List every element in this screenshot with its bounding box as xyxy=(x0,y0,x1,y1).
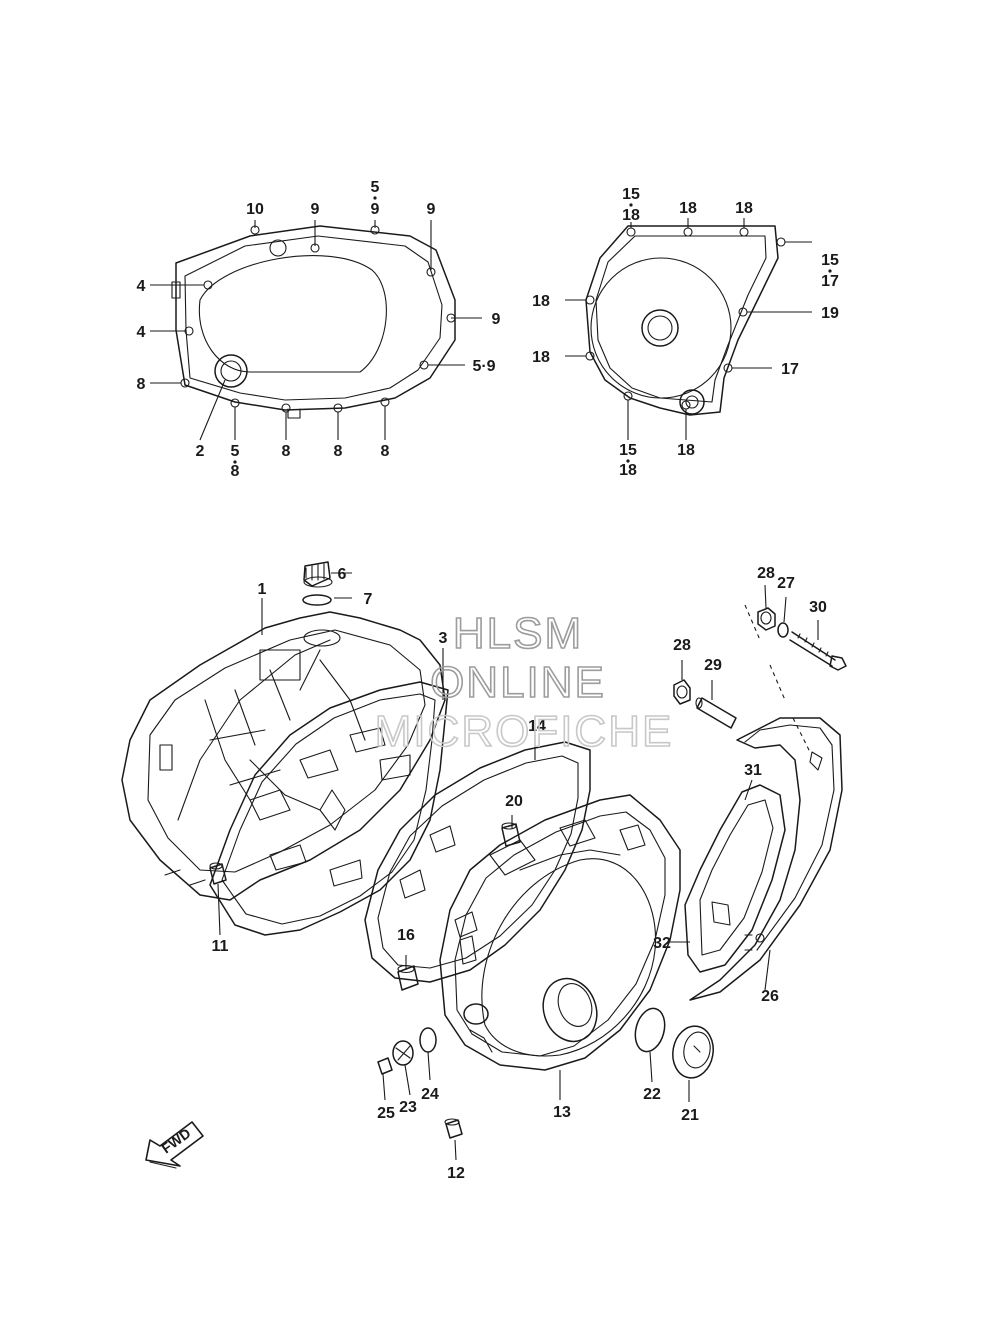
o-ring-part-22 xyxy=(634,1007,666,1053)
callout-17: 17 xyxy=(781,361,799,378)
callout-8: 8 xyxy=(137,376,146,393)
callout-23: 23 xyxy=(399,1099,417,1116)
gasket-part-14 xyxy=(364,741,591,983)
watermark: HLSM ONLINE MICROFICHE xyxy=(374,608,674,757)
callout-31: 31 xyxy=(744,762,762,779)
callout-9: 9 xyxy=(492,311,501,328)
dowel-pin-part-16 xyxy=(397,964,419,991)
callout-9: 9 xyxy=(371,201,380,218)
magneto-cover-outline-view: 15 18 18 18 15 17 18 19 18 17 15 18 18 xyxy=(532,186,839,479)
callout-10: 10 xyxy=(246,201,264,218)
callout-8: 8 xyxy=(231,463,240,480)
callout-15: 15 xyxy=(622,186,640,203)
washer-part-24 xyxy=(419,1027,437,1053)
callout-11: 11 xyxy=(212,938,229,955)
callout-8: 8 xyxy=(334,443,343,460)
callout-4: 4 xyxy=(137,324,146,341)
sprocket-cover-part-26 xyxy=(689,717,843,1001)
callout-18: 18 xyxy=(622,207,640,224)
callout-14: 14 xyxy=(528,718,546,735)
nut-part-28 xyxy=(673,679,691,705)
cap-part-25 xyxy=(377,1057,393,1075)
callout-8: 8 xyxy=(381,443,390,460)
callout-5: 5 xyxy=(231,443,240,460)
callout-27: 27 xyxy=(777,575,795,592)
fwd-arrow-icon: FWD xyxy=(145,1121,204,1169)
callout-13: 13 xyxy=(553,1104,571,1121)
callout-9: 9 xyxy=(311,201,320,218)
clutch-cover-outline-view: 10 9 5 9 9 4 4 8 9 5·9 2 5 8 8 8 8 xyxy=(137,179,501,480)
gasket-part-3 xyxy=(209,681,449,936)
watermark-line-2: ONLINE xyxy=(430,658,606,707)
callout-18: 18 xyxy=(677,442,695,459)
callout-18: 18 xyxy=(619,462,637,479)
callout-6: 6 xyxy=(338,566,347,583)
callout-2: 2 xyxy=(196,443,205,460)
callout-18: 18 xyxy=(679,200,697,217)
callout-9: 9 xyxy=(427,201,436,218)
callout-5-9: 5·9 xyxy=(472,358,495,375)
filler-cap-part-6 xyxy=(303,561,333,588)
clutch-cover-part-1 xyxy=(121,611,446,901)
callout-3: 3 xyxy=(439,630,448,647)
callout-5: 5 xyxy=(371,179,380,196)
callout-24: 24 xyxy=(421,1086,439,1103)
callout-18: 18 xyxy=(735,200,753,217)
callout-1: 1 xyxy=(258,581,267,598)
watermark-line-3: MICROFICHE xyxy=(375,707,674,756)
dowel-pin-part-20 xyxy=(501,822,521,847)
callout-12: 12 xyxy=(447,1165,465,1182)
plug-part-21 xyxy=(672,1025,714,1079)
plug-part-23 xyxy=(392,1040,414,1066)
callout-15: 15 xyxy=(619,442,637,459)
callout-30: 30 xyxy=(809,599,827,616)
callout-4: 4 xyxy=(137,278,146,295)
callout-21: 21 xyxy=(681,1107,699,1124)
callout-8: 8 xyxy=(282,443,291,460)
cover-plate-part-31 xyxy=(684,784,786,973)
magneto-cover-part-13 xyxy=(439,794,681,1071)
callout-29: 29 xyxy=(704,657,722,674)
callout-7: 7 xyxy=(364,591,373,608)
callout-28: 28 xyxy=(757,565,775,582)
nut-part-28 xyxy=(757,607,776,631)
bolt-part-30 xyxy=(789,631,847,671)
callout-17: 17 xyxy=(821,273,839,290)
callout-26: 26 xyxy=(761,988,779,1005)
callout-18: 18 xyxy=(532,349,550,366)
callout-22: 22 xyxy=(643,1086,661,1103)
washer-part-27 xyxy=(777,622,789,638)
callout-18: 18 xyxy=(532,293,550,310)
exploded-view: 1 3 6 7 11 12 13 14 16 20 21 22 23 24 25… xyxy=(121,561,847,1182)
callout-28: 28 xyxy=(673,637,691,654)
callout-25: 25 xyxy=(377,1105,395,1122)
callout-15: 15 xyxy=(821,252,839,269)
plug-part-12 xyxy=(444,1118,463,1139)
spacer-part-29 xyxy=(695,697,737,729)
dowel-pin-part-11 xyxy=(209,862,227,885)
watermark-line-1: HLSM xyxy=(453,609,583,658)
o-ring-part-7 xyxy=(302,594,332,606)
callout-20: 20 xyxy=(505,793,523,810)
callout-32: 32 xyxy=(653,935,671,952)
callout-16: 16 xyxy=(397,927,415,944)
callout-19: 19 xyxy=(821,305,839,322)
